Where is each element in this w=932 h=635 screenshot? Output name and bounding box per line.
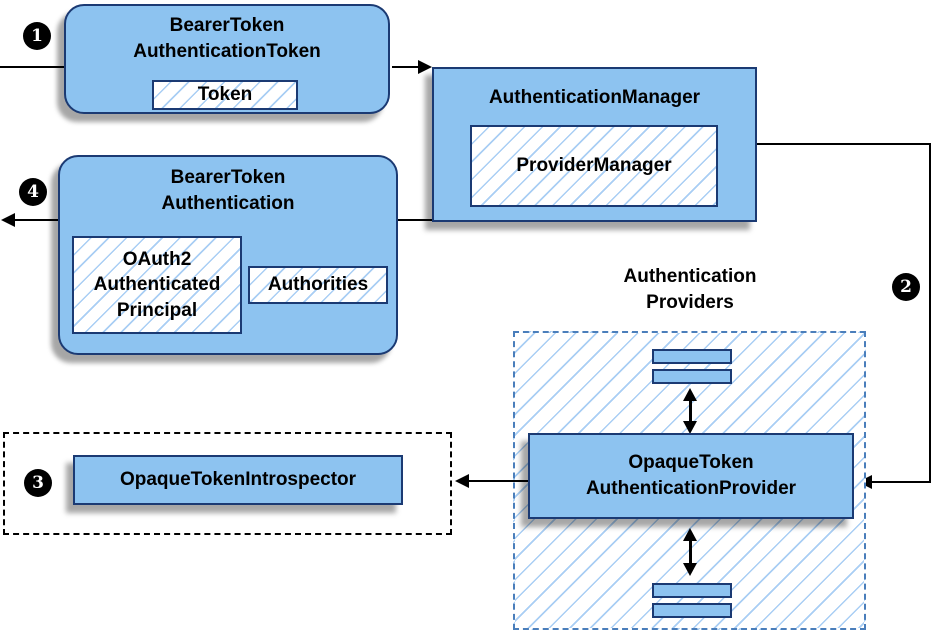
- title-line-1: OpaqueToken: [628, 451, 754, 473]
- step-1-badge: 1: [23, 22, 51, 50]
- oauth2-authenticated-principal-box: OAuth2 Authenticated Principal: [72, 236, 242, 334]
- step-2-path-top-segment: [757, 143, 931, 145]
- provider-manager-box: ProviderManager: [470, 125, 718, 207]
- authentication-manager-node: AuthenticationManager ProviderManager: [432, 67, 757, 222]
- title-line-1: BearerToken: [170, 167, 286, 188]
- arrow-up-head: [683, 388, 697, 401]
- token-to-manager-arrowhead-icon: [418, 60, 432, 74]
- principal-line-2: Authenticated: [93, 274, 221, 296]
- manager-to-authentication-line: [398, 219, 432, 221]
- arrow-stem: [688, 537, 692, 567]
- title-line-1: BearerToken: [169, 15, 285, 36]
- authentication-manager-title: AuthenticationManager: [488, 87, 701, 108]
- incoming-request-line: [0, 66, 64, 68]
- step-4-arrow-line: [13, 219, 58, 221]
- step-3-badge: 3: [24, 469, 52, 497]
- title-line-2: AuthenticationToken: [133, 41, 321, 63]
- token-box: Token: [152, 80, 298, 110]
- bearer-token-authentication-node: BearerToken Authentication OAuth2 Authen…: [58, 155, 398, 355]
- double-arrow-icon: [682, 388, 698, 434]
- title-line-2: AuthenticationProvider: [585, 478, 797, 499]
- step-3-number: 3: [32, 473, 44, 493]
- step-4-badge: 4: [19, 178, 47, 206]
- authorities-box: Authorities: [248, 266, 388, 304]
- token-label: Token: [197, 84, 253, 106]
- step-3-arrowhead-icon: [455, 474, 469, 488]
- step-2-path-bottom-segment: [871, 481, 931, 483]
- provider-slot-bar: [652, 349, 732, 364]
- arrow-down-head: [683, 421, 697, 434]
- bearer-token-authentication-token-node: BearerToken AuthenticationToken Token: [64, 4, 390, 114]
- step-4-number: 4: [27, 182, 39, 202]
- step-2-path-vertical-segment: [929, 143, 931, 483]
- arrow-up-head: [683, 528, 697, 541]
- bearer-token-authentication-token-title: BearerToken AuthenticationToken: [66, 13, 388, 65]
- principal-line-3: Principal: [116, 299, 198, 321]
- provider-manager-label: ProviderManager: [516, 155, 672, 177]
- providers-label-line-1: Authentication: [623, 266, 757, 287]
- authentication-providers-label: Authentication Providers: [555, 264, 825, 316]
- step-1-number: 1: [31, 26, 43, 46]
- provider-slot-bar: [652, 583, 732, 598]
- arrow-down-head: [683, 563, 697, 576]
- authorities-label: Authorities: [267, 274, 369, 296]
- step-3-arrow-line: [468, 480, 528, 482]
- opaque-token-introspector-node: OpaqueTokenIntrospector: [73, 455, 403, 505]
- title-line-2: Authentication: [161, 193, 295, 215]
- opaque-token-authentication-provider-node: OpaqueToken AuthenticationProvider: [528, 433, 854, 519]
- principal-line-1: OAuth2: [122, 249, 192, 271]
- introspector-dashed-group: [3, 432, 452, 535]
- opaque-token-introspector-title: OpaqueTokenIntrospector: [119, 469, 357, 490]
- providers-label-line-2: Providers: [646, 292, 734, 314]
- bearer-token-authentication-title: BearerToken Authentication: [60, 165, 396, 217]
- provider-slot-bar: [652, 603, 732, 618]
- double-arrow-icon: [682, 528, 698, 576]
- step-2-number: 2: [900, 277, 912, 297]
- provider-slot-bar: [652, 369, 732, 384]
- step-2-badge: 2: [892, 273, 920, 301]
- token-to-manager-arrow-line: [392, 66, 420, 68]
- arrow-stem: [688, 397, 692, 425]
- step-4-arrowhead-icon: [1, 213, 15, 227]
- authentication-providers-container: OpaqueToken AuthenticationProvider: [513, 331, 866, 630]
